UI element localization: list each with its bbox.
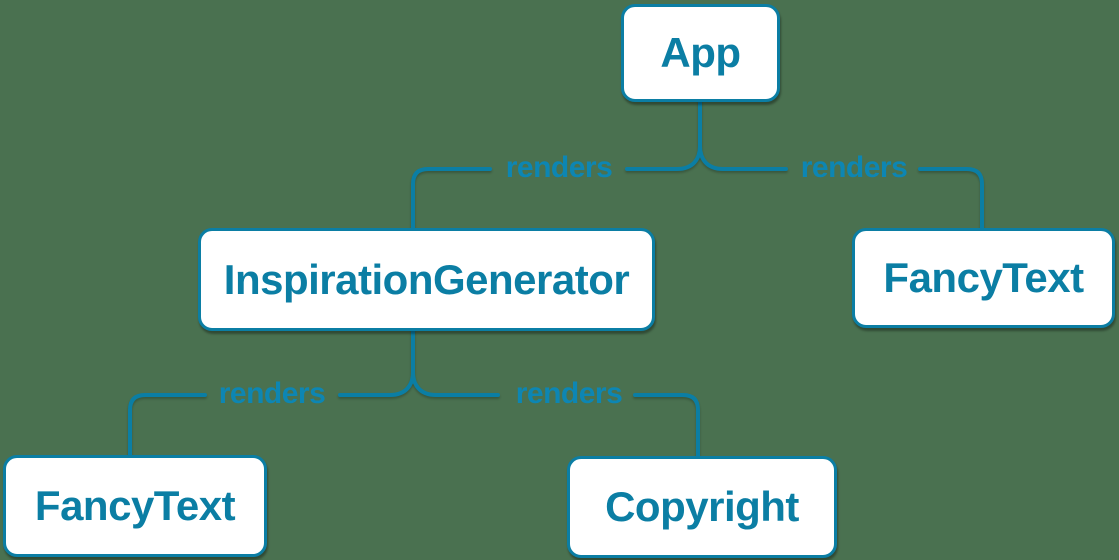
node-app: App — [621, 4, 780, 102]
edge-label-inspirationgenerator-copyright: renders — [515, 377, 623, 410]
edge-label-inspirationgenerator-fancytext: renders — [218, 377, 326, 410]
edge-inspirationgenerator-to-copyright-fork — [411, 329, 500, 397]
edge-label-app-fancytext: renders — [800, 151, 908, 184]
edge-drop-fancytext-bottom — [128, 393, 207, 457]
edge-drop-inspirationgenerator — [411, 167, 492, 230]
edge-app-to-fancytext-fork — [698, 100, 788, 171]
edge-label-app-inspirationgenerator: renders — [505, 151, 613, 184]
edge-inspirationgenerator-to-fancytext-fork — [338, 329, 415, 397]
node-inspiration-generator: InspirationGenerator — [198, 228, 655, 331]
edge-drop-copyright — [633, 393, 700, 458]
node-copyright: Copyright — [567, 456, 837, 558]
edge-app-to-inspirationgenerator-fork — [625, 100, 702, 171]
node-fancy-text-top: FancyText — [852, 228, 1115, 328]
edge-drop-fancytext-top — [918, 167, 984, 230]
node-fancy-text-bottom: FancyText — [3, 455, 267, 557]
